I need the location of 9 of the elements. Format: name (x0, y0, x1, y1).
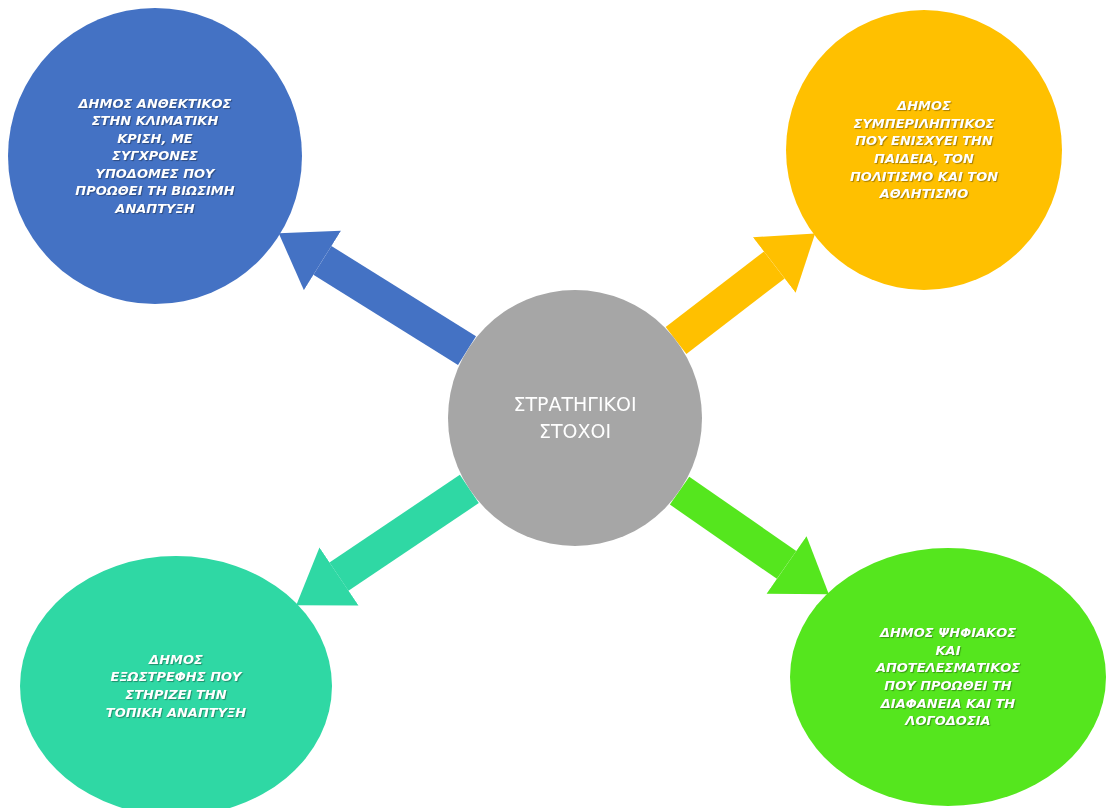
block-arrow (278, 230, 477, 366)
block-arrow (665, 233, 816, 354)
goal-label: ΔΗΜΟΣ ΨΗΦΙΑΚΟΣ ΚΑΙ ΑΠΟΤΕΛΕΣΜΑΤΙΚΟΣ ΠΟΥ ΠΡΟΩΘΕΙ ΤΗ ΔΙΑΦΑΝΕΙΑ ΚΑΙ ΤΗ ΛΟΓΟΔΟΣΙΑ (875, 624, 1021, 730)
center-label: ΣΤΡΑΤΗΓΙΚΟΙ ΣΤΟΧΟΙ (512, 392, 638, 444)
goal-label: ΔΗΜΟΣ ΣΥΜΠΕΡΙΛΗΠΤΙΚΟΣ ΠΟΥ ΕΝΙΣΧΥΕΙ ΤΗΝ ΠΑΙΔΕΙΑ, ΤΟΝ ΠΟΛΙΤΙΣΜΟ ΚΑΙ ΤΟΝ ΑΘΛΗΤΙΣΜΟ (848, 97, 1000, 203)
goal-label: ΔΗΜΟΣ ΕΞΩΣΤΡΕΦΗΣ ΠΟΥ ΣΤΗΡΙΖΕΙ ΤΗΝ ΤΟΠΙΚΗ ΑΝΑΠΤΥΞΗ (104, 650, 248, 722)
goal-label: ΔΗΜΟΣ ΑΝΘΕΚΤΙΚΟΣ ΣΤΗΝ ΚΛΙΜΑΤΙΚΗ ΚΡΙΣΗ, ΜΕ ΣΥΓΧΡΟΝΕΣ ΥΠΟΔΟΜΕΣ ΠΟΥ ΠΡΟΩΘΕΙ ΤΗ ΒΙΩΣΙΜΗ ΑΝΑΠΤΥΞΗ (74, 94, 236, 218)
block-arrow (296, 474, 479, 606)
block-arrow (669, 476, 829, 595)
